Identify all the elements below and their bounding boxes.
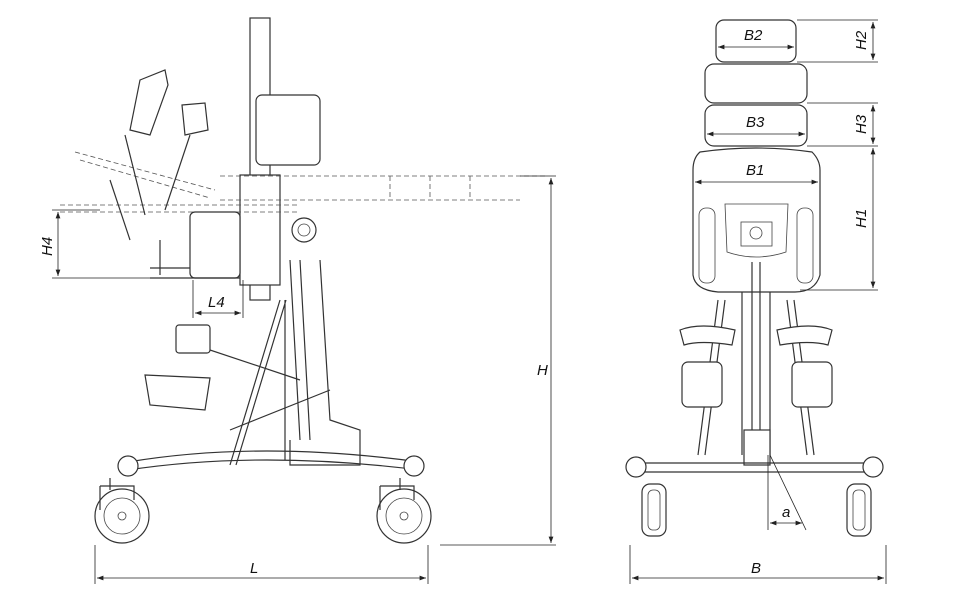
- front-view: [625, 19, 884, 537]
- dimension-H1: H1: [800, 148, 878, 291]
- side-frame-struts: [144, 259, 361, 466]
- dimension-L: L: [94, 545, 429, 584]
- front-chest-pad: [704, 63, 808, 104]
- dimension-label-H1: H1: [853, 209, 870, 228]
- side-caster-front: [94, 485, 150, 544]
- side-tray: [60, 151, 548, 213]
- dimension-B: B: [629, 545, 887, 584]
- dimension-a: a: [767, 454, 807, 531]
- front-caster-right: [846, 483, 872, 537]
- dimension-H4: H4: [39, 209, 150, 279]
- dimension-label-a: a: [782, 504, 790, 521]
- front-frame: [625, 262, 884, 478]
- side-view: [60, 17, 548, 544]
- dimension-H: H: [440, 175, 556, 546]
- side-head-support: [109, 69, 209, 241]
- dimension-label-H2: H2: [853, 30, 870, 50]
- front-head-pad-b2: [715, 19, 797, 63]
- dimension-L4: L4: [192, 280, 244, 318]
- dimension-label-B1: B1: [746, 162, 764, 179]
- dimension-label-H3: H3: [853, 114, 870, 134]
- dimension-B1: B1: [695, 162, 818, 185]
- dimension-label-B3: B3: [746, 114, 765, 131]
- dimension-label-L: L: [250, 560, 258, 577]
- dimension-label-B: B: [751, 560, 761, 577]
- dimension-H2: H2: [797, 19, 878, 63]
- side-caster-rear: [376, 485, 432, 544]
- side-hip-pad: [150, 211, 241, 279]
- dimension-label-B2: B2: [744, 27, 763, 44]
- dimension-B3: B3: [707, 114, 805, 137]
- side-backrest-column: [239, 17, 321, 301]
- front-caster-left: [641, 483, 667, 537]
- dimension-label-H4: H4: [39, 237, 56, 256]
- dimension-H3: H3: [807, 102, 878, 147]
- side-base-frame: [109, 450, 425, 490]
- dimension-label-L4: L4: [208, 294, 225, 311]
- dimension-label-H: H: [537, 362, 548, 379]
- dimension-B2: B2: [718, 27, 794, 50]
